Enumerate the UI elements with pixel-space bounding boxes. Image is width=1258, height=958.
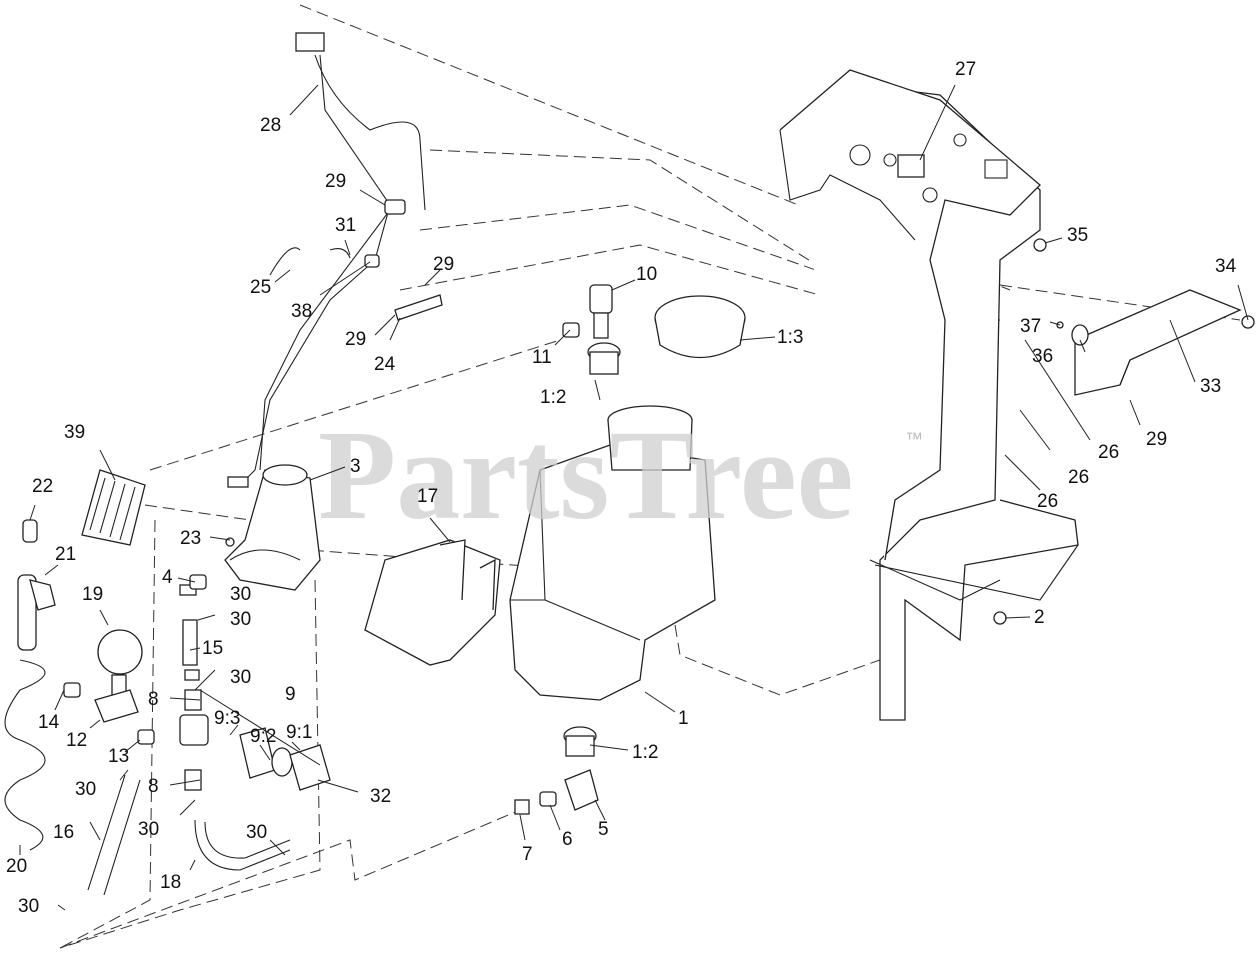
callout-32: 32 [370, 786, 391, 807]
callout-30-e: 30 [246, 822, 267, 843]
callout-30-a: 30 [230, 609, 251, 630]
callout-29-left: 29 [345, 329, 366, 350]
callout-23: 23 [180, 528, 201, 549]
callout-11: 11 [532, 347, 552, 368]
callout-22: 22 [32, 476, 53, 497]
callout-labels: 1 1:2 1:2 1:3 2 3 4 5 6 7 8 8 9 9:1 9:2 … [6, 59, 1237, 917]
filter [81, 469, 146, 546]
spray-gun-and-hoses [4, 519, 291, 896]
callout-25: 25 [250, 277, 271, 298]
tank [509, 405, 716, 701]
callout-5: 5 [598, 819, 609, 840]
callout-15: 15 [202, 638, 223, 659]
callout-34: 34 [1215, 256, 1237, 277]
valve-assembly [562, 284, 613, 339]
callout-28: 28 [260, 115, 281, 136]
callout-19: 19 [82, 584, 103, 605]
callout-29-shelf: 29 [1146, 429, 1167, 450]
chassis-frame [779, 69, 1079, 721]
watermark: PartsTree ™ [318, 404, 923, 546]
callout-20: 20 [6, 856, 27, 877]
callout-16: 16 [53, 822, 74, 843]
callout-9-1: 9:1 [286, 722, 312, 743]
callout-6: 6 [562, 829, 573, 850]
callout-2: 2 [1034, 607, 1045, 628]
callout-3: 3 [350, 456, 361, 477]
callout-leaders [19, 84, 1249, 911]
callout-9-2: 9:2 [250, 726, 276, 747]
callout-30-d: 30 [138, 819, 159, 840]
callout-35: 35 [1067, 225, 1088, 246]
hardware [225, 238, 1255, 625]
callout-37: 37 [1020, 316, 1041, 337]
callout-36: 36 [1032, 346, 1053, 367]
callout-26-upper: 26 [1098, 442, 1119, 463]
callout-13: 13 [108, 746, 129, 767]
callout-9: 9 [285, 684, 296, 705]
callout-17: 17 [417, 486, 438, 507]
callout-30-c: 30 [75, 779, 96, 800]
callout-14: 14 [38, 712, 60, 733]
callout-30-f: 30 [18, 896, 39, 917]
callout-21: 21 [55, 544, 76, 565]
shelf-tray [1074, 289, 1242, 396]
callout-7: 7 [522, 844, 533, 865]
callout-8-lower: 8 [148, 776, 159, 797]
callout-30-b: 30 [230, 667, 251, 688]
callout-26-lower: 26 [1037, 491, 1058, 512]
pump [224, 464, 321, 591]
mounting-bracket [364, 539, 501, 666]
bulkhead-fittings [563, 342, 621, 757]
callout-1: 1 [678, 708, 689, 729]
callout-24: 24 [374, 354, 396, 375]
callout-1-3: 1:3 [777, 327, 803, 348]
callout-26-middle: 26 [1068, 467, 1089, 488]
callout-33: 33 [1200, 376, 1221, 397]
watermark-trademark: ™ [905, 429, 923, 449]
tank-cap [654, 295, 746, 359]
callout-27: 27 [955, 59, 976, 80]
callout-9-3: 9:3 [214, 708, 240, 729]
callout-12: 12 [66, 730, 87, 751]
strainer-assembly [179, 574, 331, 791]
watermark-text: PartsTree [318, 404, 853, 546]
callout-38: 38 [291, 301, 312, 322]
callout-29-right: 29 [433, 254, 454, 275]
callout-4: 4 [162, 567, 173, 588]
callout-10: 10 [636, 264, 657, 285]
callout-29-top: 29 [325, 171, 346, 192]
wiring-harness [227, 32, 443, 488]
callout-1-2-lower: 1:2 [632, 742, 658, 763]
callout-39: 39 [64, 422, 85, 443]
callout-18: 18 [160, 872, 181, 893]
callout-30-g: 30 [230, 584, 251, 605]
callout-8-upper: 8 [148, 689, 159, 710]
outlet-fittings [514, 769, 599, 815]
callout-1-2-upper: 1:2 [540, 387, 566, 408]
callout-31: 31 [335, 215, 356, 236]
